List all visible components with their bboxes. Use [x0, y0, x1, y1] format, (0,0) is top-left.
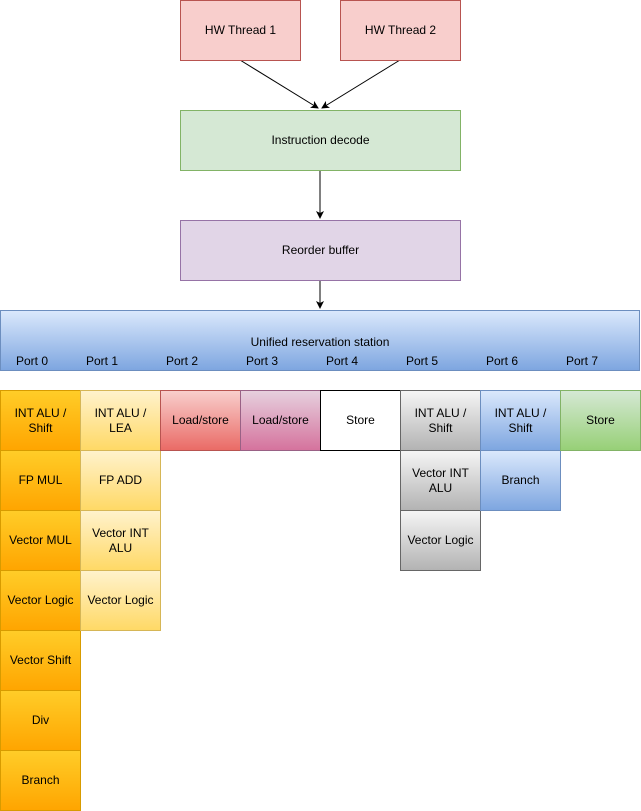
hw-thread-1: HW Thread 1 [180, 0, 301, 61]
port0-div: Div [0, 690, 81, 751]
port1-vector-int-alu: Vector INT ALU [80, 510, 161, 571]
instruction-decode: Instruction decode [180, 110, 461, 171]
port7-store: Store [560, 390, 641, 451]
reorder-buffer: Reorder buffer [180, 220, 461, 281]
arrow-thread1-to-decode [239, 59, 319, 109]
unified-reservation-station: Unified reservation station Port 0 Port … [0, 310, 640, 371]
port-0-label: Port 0 [16, 354, 49, 368]
hw-thread-2: HW Thread 2 [340, 0, 461, 61]
port-2-label: Port 2 [166, 354, 199, 368]
port0-vector-logic: Vector Logic [0, 570, 81, 631]
port3-load-store: Load/store [240, 390, 321, 451]
port5-int-alu-shift: INT ALU / Shift [400, 390, 481, 451]
port0-vector-shift: Vector Shift [0, 630, 81, 691]
port-5-label: Port 5 [406, 354, 439, 368]
port6-int-alu-shift: INT ALU / Shift [480, 390, 561, 451]
port-6-label: Port 6 [486, 354, 519, 368]
arrow-thread2-to-decode [321, 59, 401, 109]
port1-int-alu-lea: INT ALU / LEA [80, 390, 161, 451]
port-3-label: Port 3 [246, 354, 279, 368]
port1-fp-add: FP ADD [80, 450, 161, 511]
port5-vector-int-alu: Vector INT ALU [400, 450, 481, 511]
port4-store: Store [320, 390, 401, 451]
port2-load-store: Load/store [160, 390, 241, 451]
port0-branch: Branch [0, 750, 81, 811]
port6-branch: Branch [480, 450, 561, 511]
port5-vector-logic: Vector Logic [400, 510, 481, 571]
port0-vector-mul: Vector MUL [0, 510, 81, 571]
port-4-label: Port 4 [326, 354, 359, 368]
port0-int-alu-shift: INT ALU / Shift [0, 390, 81, 451]
port-7-label: Port 7 [566, 354, 599, 368]
port-1-label: Port 1 [86, 354, 119, 368]
port1-vector-logic: Vector Logic [80, 570, 161, 631]
port0-fp-mul: FP MUL [0, 450, 81, 511]
reservation-station-title: Unified reservation station [250, 335, 390, 349]
